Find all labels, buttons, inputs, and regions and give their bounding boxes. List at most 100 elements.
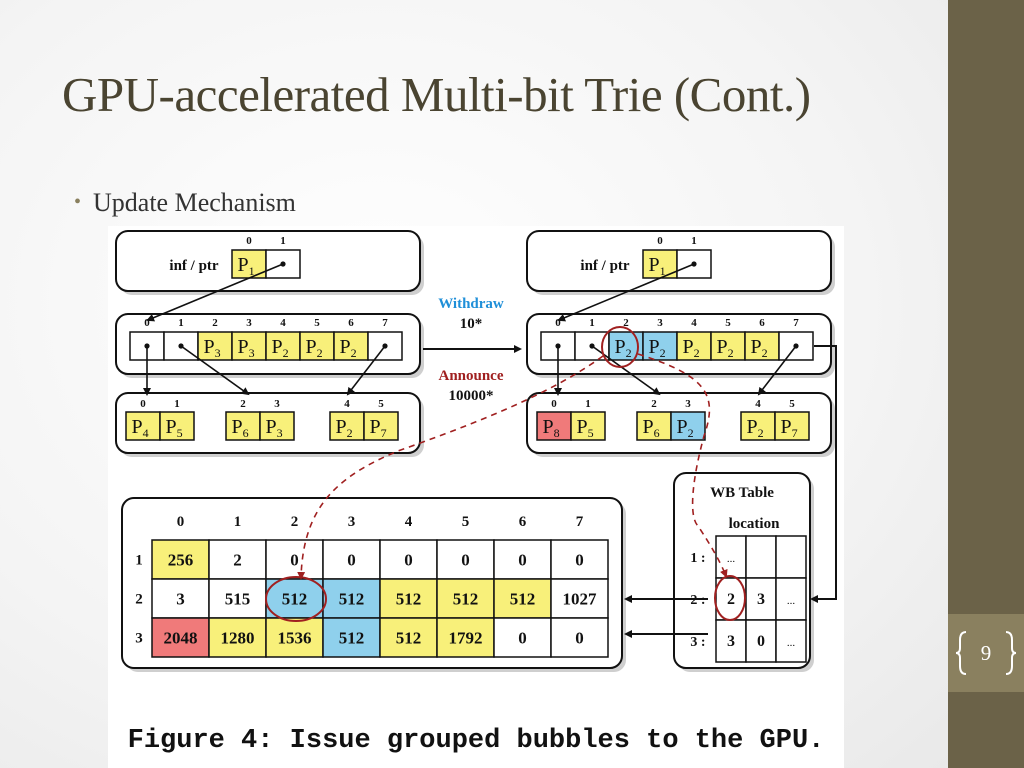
wb-table-title: WB Table [710, 485, 774, 501]
highlight-circle-trie [601, 326, 639, 368]
wb-row-label-1: 2 : [690, 593, 705, 608]
wb-cell-1-0-value: 2 [727, 591, 735, 608]
left-trie-leaf-1-index-0: 2 [240, 398, 246, 410]
withdraw-label: Withdraw [438, 296, 504, 312]
gpu-cell-0-2-value: 0 [290, 551, 299, 570]
gpu-col-header-7: 7 [576, 514, 584, 530]
wb-cell-2-0-value: 3 [727, 633, 735, 650]
right-trie-leaf-0-index-0: 0 [551, 398, 557, 410]
gpu-col-header-4: 4 [405, 514, 413, 530]
right-trie-leaf-0-cell-1 [570, 411, 606, 441]
gpu-cell-0-3 [322, 539, 381, 580]
gpu-cell-2-1-value: 1280 [221, 629, 255, 648]
wb-cell-0-1 [745, 535, 777, 579]
wb-cell-0-0-value: ... [727, 553, 736, 565]
gpu-col-header-5: 5 [462, 514, 470, 530]
wb-cell-2-1 [745, 619, 777, 663]
gpu-cell-1-5-value: 512 [453, 590, 479, 609]
wb-cell-1-2-value: ... [787, 595, 796, 607]
right-trie-leaf-2-index-0: 4 [755, 398, 761, 410]
left-trie-leaf-1-cell-1 [259, 411, 295, 441]
gpu-col-header-3: 3 [348, 514, 356, 530]
figure-caption: Figure 4: Issue grouped bubbles to the G… [127, 726, 825, 756]
wb-cell-2-2 [775, 619, 807, 663]
gpu-cell-1-2 [265, 578, 324, 619]
left-trie-mid-index-1: 1 [178, 317, 184, 329]
gpu-cell-1-3 [322, 578, 381, 619]
wb-row-label-2: 3 : [690, 635, 705, 650]
announce-label: Announce [438, 368, 503, 384]
gpu-cell-2-4-value: 512 [396, 629, 422, 648]
gpu-row-label-1: 2 [135, 592, 143, 608]
gpu-cell-2-5-value: 1792 [449, 629, 483, 648]
right-trie-leaf-1-index-0: 2 [651, 398, 657, 410]
gpu-col-header-0: 0 [177, 514, 185, 530]
left-trie-root-cell-1 [265, 249, 301, 279]
right-trie-leaf-1-index-1: 3 [685, 398, 691, 410]
left-trie-leaf-1-index-1: 3 [274, 398, 280, 410]
gpu-cell-2-3-value: 512 [339, 629, 365, 648]
right-trie-mid-index-3: 3 [657, 317, 663, 329]
gpu-cell-1-4-value: 512 [396, 590, 422, 609]
gpu-row-label-2: 3 [135, 631, 143, 647]
left-trie-root-to-mid-arrow [146, 263, 284, 322]
gpu-cell-0-3-value: 0 [347, 551, 356, 570]
right-trie-root-label: inf / ptr [580, 258, 630, 274]
gpu-col-header-2: 2 [291, 514, 299, 530]
left-trie-root-index-0: 0 [246, 235, 252, 247]
gpu-cell-1-7 [550, 578, 609, 619]
highlight-circle-gpu [265, 576, 327, 622]
trie-to-wb-arrow [810, 345, 837, 603]
left-trie-leaf-0-index-0: 0 [140, 398, 146, 410]
right-trie-mid-index-7: 7 [793, 317, 799, 329]
bullet-dot-icon: • [74, 191, 82, 213]
left-trie-leaf-0-index-1: 1 [174, 398, 180, 410]
gpu-cell-0-5-value: 0 [461, 551, 470, 570]
page-number-box: 9 [948, 614, 1024, 692]
gpu-cell-2-2-value: 1536 [278, 629, 312, 648]
bullet-text: Update Mechanism [93, 188, 296, 217]
right-trie-leaf-0-index-1: 1 [585, 398, 591, 410]
wb-table-subtitle: location [729, 516, 780, 532]
gpu-cell-0-4-value: 0 [404, 551, 413, 570]
left-trie-mid-index-3: 3 [246, 317, 252, 329]
wb-cell-2-1-value: 0 [757, 633, 765, 650]
left-trie-leaf-2-cell-1 [363, 411, 399, 441]
wb-cell-1-1-value: 3 [757, 591, 765, 608]
left-trie-leaf-2-index-1: 5 [378, 398, 384, 410]
right-trie-leaf-2-cell-0 [740, 411, 776, 441]
left-trie-mid-cell-4 [265, 331, 301, 361]
right-trie-root-to-mid-arrow [557, 263, 695, 322]
right-trie-leaf-2-index-1: 5 [789, 398, 795, 410]
left-trie-mid-index-4: 4 [280, 317, 286, 329]
wb-cell-0-2 [775, 535, 807, 579]
announce-prefix: 10000* [449, 388, 494, 404]
wb-row-label-0: 1 : [690, 551, 705, 566]
gpu-cell-2-0-value: 2048 [164, 629, 198, 648]
gpu-col-header-6: 6 [519, 514, 527, 530]
right-trie-mid-index-1: 1 [589, 317, 595, 329]
left-trie-root-index-1: 1 [280, 235, 286, 247]
left-trie-mid-index-7: 7 [382, 317, 388, 329]
bullet-item: • Update Mechanism [74, 188, 296, 218]
right-trie-mid-index-2: 2 [623, 317, 629, 329]
highlight-circle-wb [714, 575, 746, 621]
gpu-cell-0-1-value: 2 [233, 551, 242, 570]
gpu-cell-1-0 [151, 578, 210, 619]
right-trie-leaf-1-cell-1 [670, 411, 706, 441]
right-trie-mid7-to-leaf-arrow [757, 345, 797, 396]
left-trie-mid-index-0: 0 [144, 317, 150, 329]
left-trie-leaf-2-cell-0 [329, 411, 365, 441]
slide-title: GPU-accelerated Multi-bit Trie (Cont.) [62, 67, 811, 122]
left-trie-mid-index-6: 6 [348, 317, 354, 329]
right-trie-root-index-1: 1 [691, 235, 697, 247]
gpu-cell-0-1 [208, 539, 267, 580]
gpu-cell-1-3-value: 512 [339, 590, 365, 609]
gpu-cell-2-7-value: 0 [575, 629, 584, 648]
left-trie-leaf-0-cell-0 [125, 411, 161, 441]
gpu-cell-2-2 [265, 617, 324, 658]
left-trie-mid-index-2: 2 [212, 317, 218, 329]
left-trie-mid-cell-6 [333, 331, 369, 361]
